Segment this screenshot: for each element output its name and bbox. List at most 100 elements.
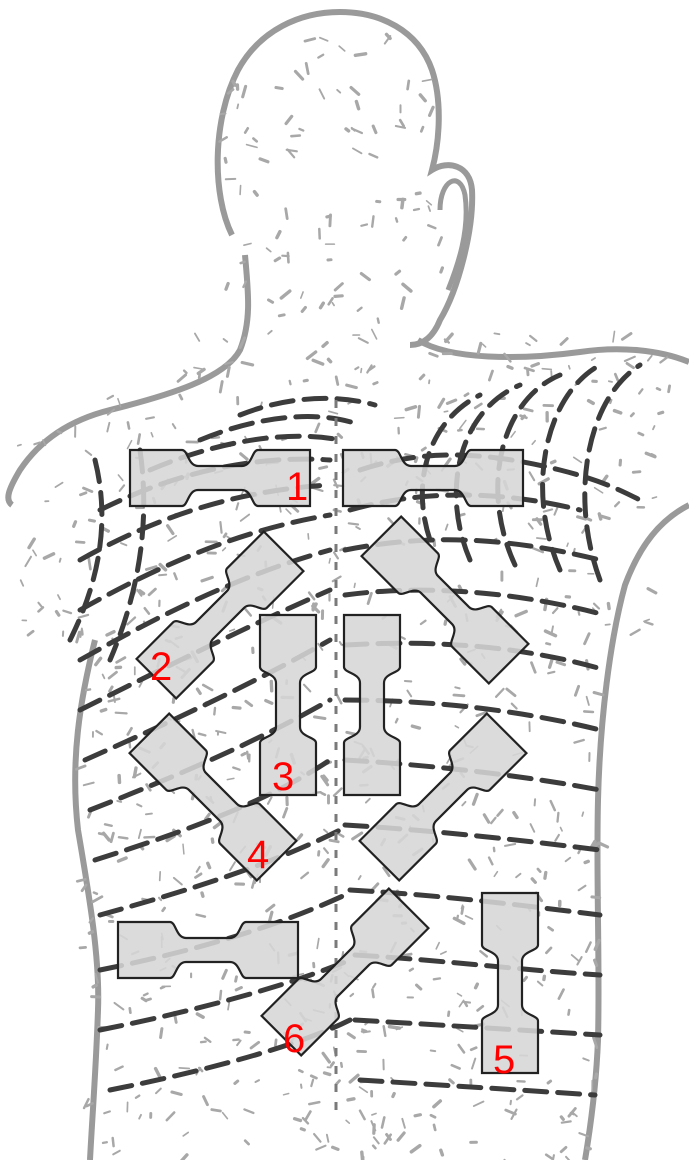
skin-mark	[76, 542, 84, 543]
skin-mark	[579, 850, 581, 853]
skin-mark	[566, 858, 571, 862]
skin-mark	[462, 802, 465, 806]
skin-mark	[60, 559, 61, 562]
skin-mark	[203, 685, 212, 690]
skin-mark	[224, 534, 226, 537]
skin-mark	[458, 430, 461, 431]
skin-mark	[174, 878, 182, 885]
skin-mark	[372, 990, 373, 998]
skin-mark	[347, 732, 355, 734]
skin-mark	[511, 1101, 512, 1105]
skin-mark	[327, 1135, 329, 1142]
skin-mark	[224, 339, 228, 342]
skin-mark	[33, 550, 36, 555]
skin-mark	[585, 634, 590, 644]
skin-mark	[478, 343, 481, 353]
skin-mark	[370, 154, 378, 157]
skin-mark	[115, 1067, 122, 1070]
skin-mark	[173, 424, 176, 428]
skin-mark	[168, 526, 173, 534]
skin-mark	[427, 201, 432, 205]
skin-mark	[420, 375, 424, 379]
skin-mark	[320, 89, 325, 98]
skin-mark	[548, 672, 554, 674]
skin-mark	[236, 988, 241, 990]
skin-mark	[569, 366, 570, 369]
skin-mark	[233, 1040, 238, 1041]
skin-mark	[596, 1074, 597, 1078]
skin-mark	[402, 298, 405, 308]
skin-mark	[139, 830, 141, 838]
head-outline	[218, 12, 472, 345]
specimen-7-left-lower	[118, 922, 298, 978]
skin-mark	[286, 509, 291, 514]
skin-mark	[94, 893, 97, 894]
skin-mark	[572, 955, 579, 961]
skin-mark	[108, 396, 113, 399]
skin-mark	[418, 406, 419, 417]
skin-mark	[532, 364, 539, 367]
skin-mark	[610, 400, 611, 403]
skin-mark	[332, 303, 334, 306]
skin-mark	[459, 1045, 464, 1052]
skin-mark	[358, 308, 362, 311]
skin-mark	[316, 424, 319, 432]
skin-mark	[507, 689, 515, 696]
skin-mark	[555, 835, 559, 841]
skin-mark	[178, 375, 186, 381]
skin-mark	[245, 1032, 249, 1033]
skin-mark	[163, 908, 165, 911]
skin-mark	[608, 604, 609, 609]
label-3: 3	[272, 755, 294, 799]
skin-mark	[458, 994, 462, 996]
skin-mark	[96, 658, 101, 664]
skin-mark	[184, 371, 186, 373]
skin-mark	[304, 380, 307, 381]
skin-mark	[511, 432, 515, 438]
skin-mark	[404, 237, 406, 240]
skin-mark	[220, 991, 221, 999]
skin-mark	[657, 388, 660, 389]
skin-mark	[329, 359, 331, 361]
skin-mark	[212, 1110, 221, 1111]
skin-mark	[417, 985, 421, 989]
skin-mark	[323, 343, 327, 347]
skin-mark	[309, 593, 314, 600]
skin-mark	[445, 621, 446, 624]
skin-mark	[77, 632, 80, 642]
skin-mark	[290, 381, 291, 384]
skin-mark	[324, 848, 328, 853]
skin-mark	[561, 828, 563, 831]
skin-mark	[277, 232, 280, 238]
skin-mark	[161, 1029, 162, 1038]
skin-mark	[120, 485, 124, 491]
skin-mark	[360, 1111, 365, 1119]
skin-mark	[396, 719, 398, 722]
skin-mark	[315, 717, 325, 719]
skin-mark	[546, 1155, 552, 1159]
skin-mark	[615, 374, 618, 380]
skin-mark	[202, 577, 212, 581]
skin-mark	[361, 274, 369, 280]
skin-mark	[333, 1147, 338, 1149]
skin-mark	[403, 284, 411, 291]
skin-mark	[474, 794, 478, 804]
skin-mark	[197, 915, 205, 917]
skin-mark	[411, 1146, 419, 1152]
skin-mark	[39, 607, 43, 611]
skin-mark	[544, 976, 545, 979]
skin-mark	[110, 687, 112, 691]
skin-mark	[281, 291, 290, 298]
skin-mark	[121, 543, 126, 545]
skin-mark	[220, 114, 225, 115]
skin-mark	[246, 701, 252, 705]
skin-mark	[139, 1115, 141, 1119]
skin-mark	[119, 837, 127, 838]
skin-mark	[599, 514, 600, 519]
label-5: 5	[493, 1038, 515, 1082]
skin-mark	[18, 445, 21, 446]
skin-mark	[516, 611, 526, 615]
skin-mark	[559, 990, 564, 999]
skin-mark	[524, 409, 532, 411]
skin-mark	[81, 629, 82, 638]
